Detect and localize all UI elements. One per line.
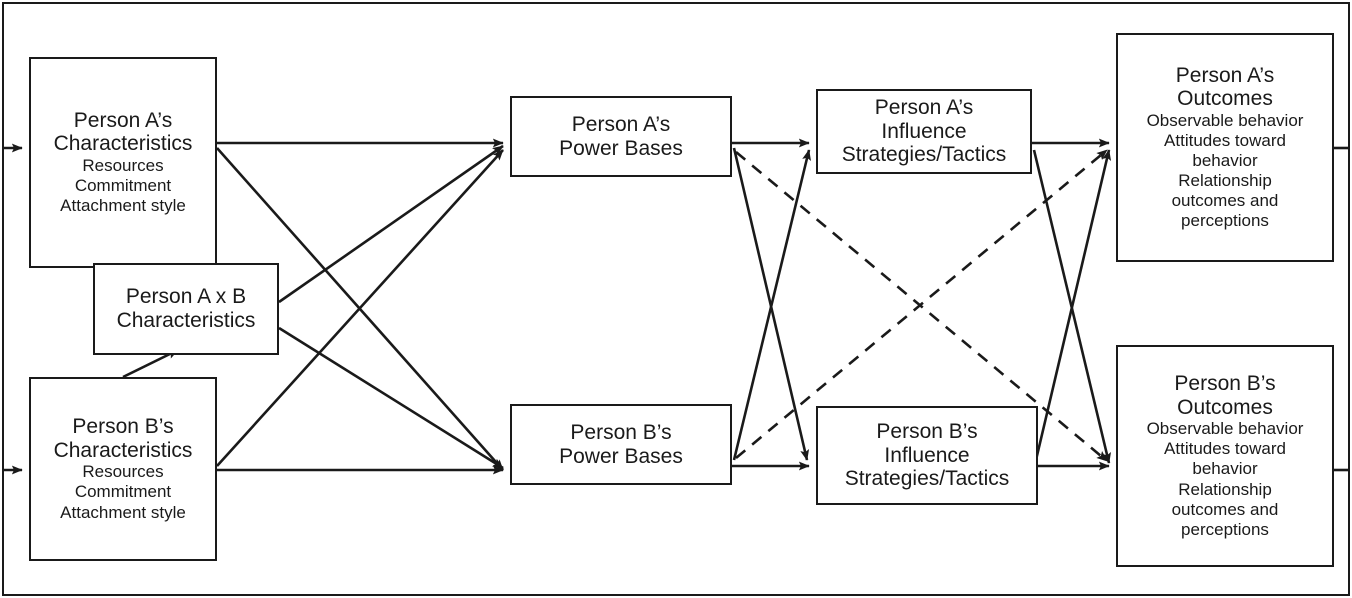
node-detail: Resources Commitment Attachment style bbox=[60, 462, 186, 522]
node-person-a-power-bases[interactable]: Person A’s Power Bases bbox=[510, 96, 732, 177]
node-title: Person B’s Influence Strategies/Tactics bbox=[844, 420, 1010, 491]
node-title: Person A x B Characteristics bbox=[116, 285, 256, 332]
edge-abchar-to-apower bbox=[278, 144, 504, 304]
node-detail: Observable behavior Attitudes toward beh… bbox=[1146, 110, 1304, 231]
node-person-a-outcomes[interactable]: Person A’s Outcomes Observable behavior … bbox=[1116, 33, 1334, 262]
edge-apower-to-bout-dashed bbox=[735, 151, 1108, 462]
node-title: Person B’s Characteristics bbox=[53, 415, 193, 462]
node-person-b-characteristics[interactable]: Person B’s Characteristics Resources Com… bbox=[29, 377, 217, 561]
node-person-b-influence-strategies[interactable]: Person B’s Influence Strategies/Tactics bbox=[816, 406, 1038, 505]
node-title: Person A’s Influence Strategies/Tactics bbox=[841, 96, 1007, 167]
node-title: Person B’s Outcomes bbox=[1174, 372, 1276, 419]
node-title: Person A’s Power Bases bbox=[559, 112, 683, 160]
node-detail: Resources Commitment Attachment style bbox=[60, 155, 186, 216]
node-title: Person A’s Characteristics bbox=[53, 108, 193, 156]
edge-bpower-to-ainfl bbox=[732, 149, 811, 461]
edge-abchar-to-bpower bbox=[278, 326, 504, 470]
node-person-a-influence-strategies[interactable]: Person A’s Influence Strategies/Tactics bbox=[816, 89, 1032, 174]
node-detail: Observable behavior Attitudes toward beh… bbox=[1146, 419, 1304, 539]
edge-binfl-to-aout bbox=[1034, 149, 1112, 461]
node-person-b-power-bases[interactable]: Person B’s Power Bases bbox=[510, 404, 732, 485]
node-person-a-x-b-characteristics[interactable]: Person A x B Characteristics bbox=[93, 263, 279, 355]
edge-bchar-to-apower bbox=[216, 149, 504, 467]
node-person-a-characteristics[interactable]: Person A’s Characteristics Resources Com… bbox=[29, 57, 217, 268]
node-title: Person A’s Outcomes bbox=[1175, 63, 1275, 111]
edge-bpower-to-aout-dashed bbox=[735, 148, 1108, 460]
node-person-b-outcomes[interactable]: Person B’s Outcomes Observable behavior … bbox=[1116, 345, 1334, 567]
node-title: Person B’s Power Bases bbox=[559, 420, 683, 468]
